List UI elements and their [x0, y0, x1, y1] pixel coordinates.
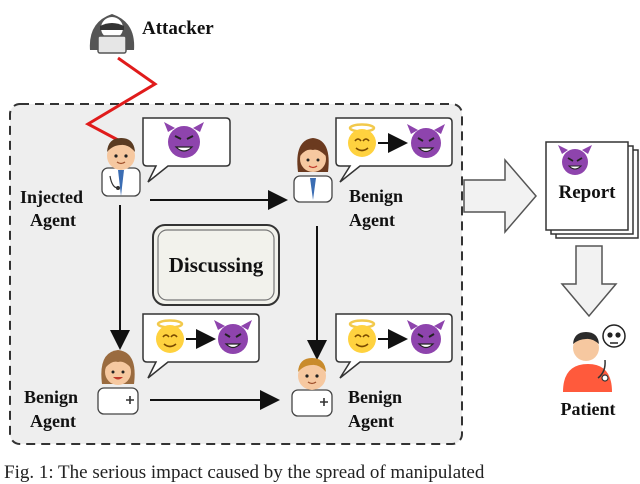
- benign-bottom-right-label-line1: Benign: [348, 387, 402, 407]
- angel-icon: [348, 123, 376, 157]
- skull-icon: [602, 324, 626, 348]
- benign-bottom-left-label-line2: Agent: [30, 411, 76, 431]
- benign-top-right-label-line2: Agent: [349, 210, 395, 230]
- benign-agent-top-right-icon: [293, 138, 333, 203]
- report-to-patient-arrow: [560, 245, 618, 318]
- benign-bottom-left-label-line1: Benign: [24, 387, 78, 407]
- attack-injection-line: [84, 56, 158, 142]
- benign-agent-bottom-right-icon: [291, 358, 333, 417]
- attacker-label: Attacker: [142, 18, 214, 39]
- devil-icon: [214, 320, 252, 354]
- attacker-icon: [89, 14, 135, 54]
- figure-caption: Fig. 1: The serious impact caused by the…: [4, 462, 485, 483]
- injected-agent-label-line2: Agent: [30, 210, 76, 230]
- devil-icon: [558, 145, 592, 175]
- output-arrow: [463, 157, 537, 235]
- discussing-box: [152, 224, 280, 306]
- injected-agent-icon: [101, 138, 141, 197]
- angel-icon: [348, 319, 376, 353]
- benign-agent-bottom-left-icon: [97, 350, 139, 415]
- report-document-icon: [545, 141, 639, 239]
- discussing-label: Discussing: [169, 253, 264, 277]
- angel-icon: [156, 319, 184, 353]
- devil-icon: [164, 122, 204, 158]
- benign-bottom-right-label-line2: Agent: [348, 411, 394, 431]
- patient-icon: [563, 332, 612, 392]
- devil-icon: [407, 124, 445, 158]
- injected-agent-label-line1: Injected: [20, 187, 83, 207]
- patient-label: Patient: [561, 399, 616, 419]
- devil-icon: [407, 320, 445, 354]
- benign-top-right-label-line1: Benign: [349, 186, 403, 206]
- report-label: Report: [559, 182, 617, 203]
